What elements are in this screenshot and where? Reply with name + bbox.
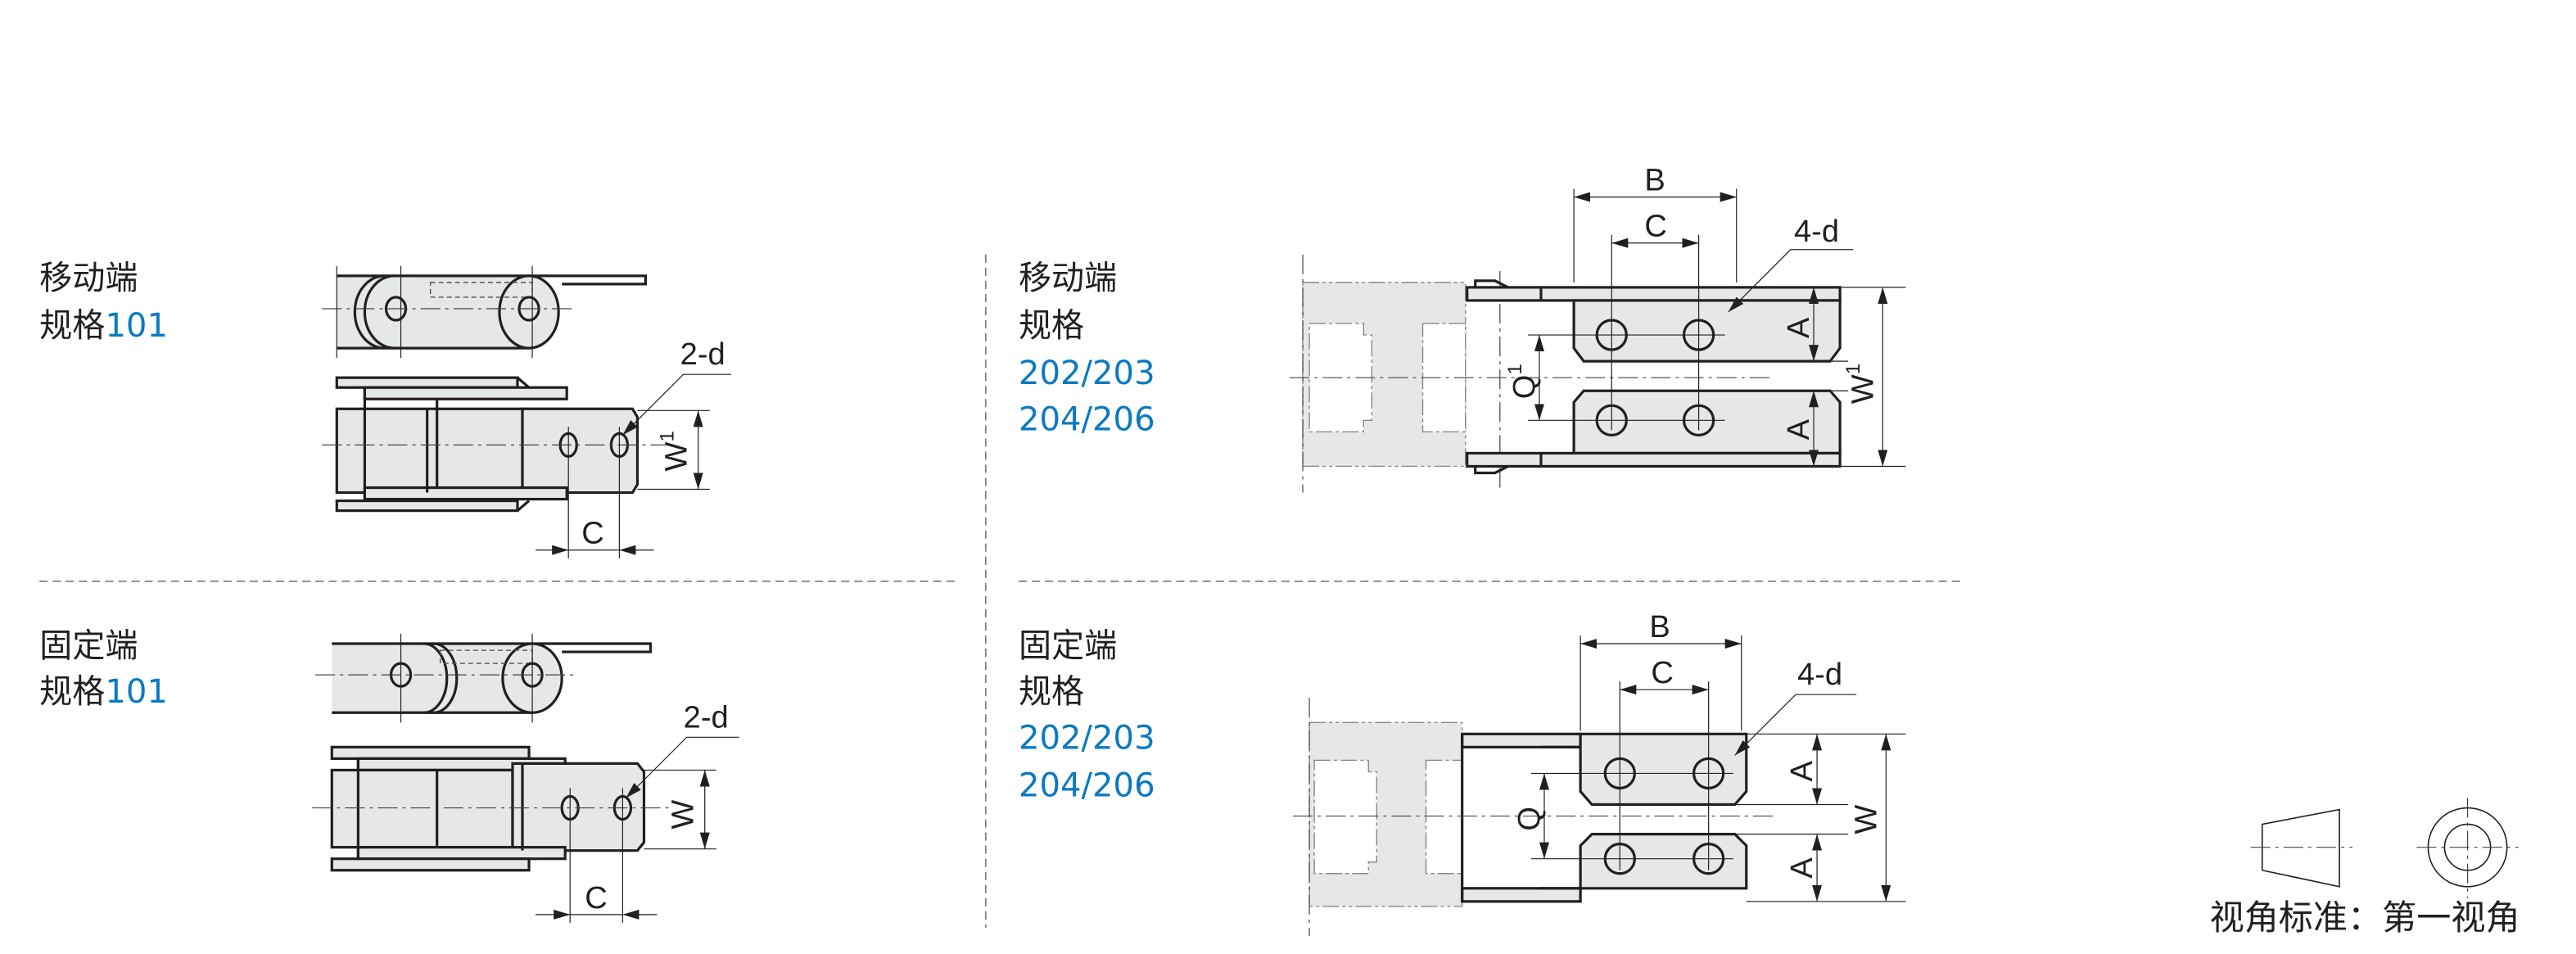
c-label: C	[585, 881, 608, 916]
drawing-shape: Q	[1507, 375, 1542, 400]
a-label: A	[1782, 418, 1816, 440]
drawing-shape	[1474, 465, 1509, 475]
first-angle-projection-icon	[2250, 798, 2519, 898]
a-label: A	[1785, 857, 1819, 879]
drawing-shape	[335, 499, 519, 513]
drawing-shape: W	[660, 441, 694, 471]
drawing-shape	[363, 486, 568, 501]
drawing-shape	[1308, 323, 1467, 433]
drawing-shape	[423, 642, 449, 714]
drawing-shape	[332, 642, 653, 653]
w1-label: W1	[657, 431, 694, 471]
spec-value: 204/206	[1019, 767, 1155, 805]
spec-value: 202/203	[1019, 355, 1155, 392]
drawing-shape	[330, 745, 531, 760]
plan-view: B C 4-d Q A A W	[1293, 610, 1906, 936]
hole-label: 2-d	[680, 337, 725, 372]
panel-moving-101: 移动端 规格101	[39, 260, 731, 558]
drawing-shape: 1	[1842, 364, 1864, 374]
drawing-shape	[516, 376, 531, 512]
drawing-shape	[356, 846, 567, 861]
drawing-shape	[2261, 808, 2340, 888]
c-label: C	[1644, 210, 1667, 244]
spec-line: 规格101	[39, 307, 168, 345]
panel-moving-202: 移动端 规格 202/203 204/206	[1019, 164, 1906, 493]
spec-label: 规格	[1019, 673, 1084, 711]
panel-title: 移动端	[1019, 260, 1117, 297]
panel-title: 固定端	[1019, 627, 1117, 665]
drawing-shape: 1	[1504, 364, 1526, 374]
drawing-shape	[335, 407, 524, 495]
w-label: W	[667, 800, 701, 830]
drawing-shape	[330, 857, 531, 872]
drawing-shape	[1313, 759, 1463, 875]
drawing-shape	[521, 407, 639, 495]
spec-label: 规格	[39, 673, 105, 711]
w-label: W	[1849, 805, 1883, 834]
panel-title: 固定端	[39, 627, 138, 665]
plan-view: W C 2-d	[312, 700, 739, 923]
spec-label: 规格	[39, 307, 105, 345]
drawing-shape	[363, 274, 395, 350]
panel-fixed-101: 固定端 规格101	[39, 627, 739, 923]
drawing-shape	[498, 274, 560, 350]
w1-label: W1	[1842, 364, 1880, 404]
hole-leader	[626, 736, 739, 798]
drawing-shape	[335, 376, 519, 389]
hole-leader	[621, 373, 731, 436]
hole-leader	[1728, 249, 1854, 313]
projection-label: 视角标准：第一视角	[2210, 897, 2520, 938]
hole-label: 2-d	[684, 700, 729, 735]
drawing-shape	[1461, 887, 1582, 903]
spec-value: 202/203	[1019, 719, 1155, 757]
drawing-shape	[433, 642, 459, 714]
spec-line: 规格101	[39, 673, 168, 711]
c-label: C	[581, 517, 604, 551]
b-label: B	[1644, 164, 1665, 198]
panel-title: 移动端	[39, 260, 138, 297]
drawing-shape: 1	[657, 431, 679, 441]
drawing-shape	[1466, 451, 1842, 468]
drawing-shape	[1474, 279, 1509, 289]
drawing-shape: W	[1846, 374, 1880, 404]
q1-label: Q1	[1504, 364, 1542, 399]
drawing-shape	[363, 386, 568, 400]
spec-value: 204/206	[1019, 400, 1155, 438]
side-view	[315, 633, 653, 723]
panel-fixed-202: 固定端 规格 202/203 204/206	[1019, 610, 1906, 936]
spec-value: 101	[105, 307, 168, 345]
drawing-shape	[1466, 286, 1842, 302]
hole-leader	[1734, 694, 1857, 756]
hole-label: 4-d	[1794, 215, 1839, 249]
spec-value: 101	[105, 673, 168, 711]
c-label: C	[1651, 656, 1674, 690]
plan-view: B C 4-d Q1 A A W1	[1290, 164, 1906, 493]
drawing-shape	[353, 274, 385, 350]
drawing-shape	[337, 274, 648, 286]
a-label: A	[1782, 317, 1816, 338]
q-label: Q	[1512, 807, 1547, 831]
hole-label: 4-d	[1797, 658, 1842, 692]
drawing-shape	[1461, 732, 1582, 748]
b-label: B	[1649, 610, 1670, 644]
a-label: A	[1785, 760, 1819, 781]
plan-view: W1 C 2-d	[322, 337, 731, 558]
spec-label: 规格	[1019, 307, 1084, 345]
drawing-shape	[332, 644, 533, 713]
side-view	[322, 265, 648, 359]
